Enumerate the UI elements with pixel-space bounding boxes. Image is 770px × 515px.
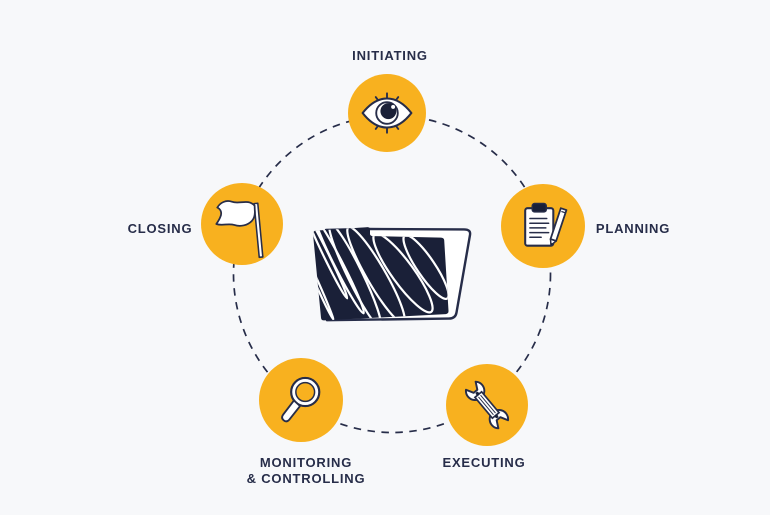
phase-node-closing <box>201 183 283 265</box>
phase-label-executing: EXECUTING <box>442 455 526 470</box>
phase-label-monitoring-controlling: MONITORING & CONTROLLING <box>246 455 366 486</box>
flag-icon <box>215 200 264 259</box>
phase-label-initiating: INITIATING <box>352 48 428 63</box>
wrench-icon <box>465 380 509 430</box>
clipboard-pencil-icon <box>524 202 568 247</box>
phase-node-initiating <box>348 74 426 152</box>
phase-node-executing <box>446 364 528 446</box>
phase-label-closing: CLOSING <box>127 221 193 236</box>
phase-node-monitoring-controlling <box>259 358 343 442</box>
phase-node-planning <box>501 184 585 268</box>
eye-icon <box>361 92 413 134</box>
scribbled-folder-illustration <box>313 227 472 322</box>
magnifying-glass-icon <box>281 376 321 423</box>
phase-label-planning: PLANNING <box>595 221 671 236</box>
